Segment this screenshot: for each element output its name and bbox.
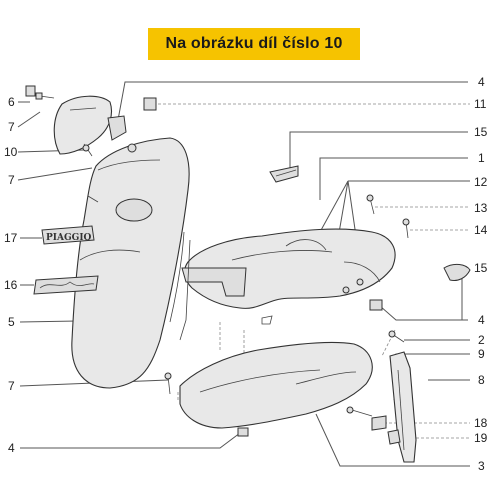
label-7b: 7 xyxy=(8,173,15,187)
label-18: 18 xyxy=(474,416,488,430)
side-strip xyxy=(389,351,417,463)
label-13: 13 xyxy=(474,201,488,215)
piaggio-logo: PIAGGIO xyxy=(41,225,95,245)
title-banner: Na obrázku díl číslo 10 xyxy=(148,28,360,60)
part-number-labels: 4 11 15 1 12 13 14 15 4 2 9 8 18 19 3 6 … xyxy=(4,75,488,473)
label-15b: 15 xyxy=(474,261,488,275)
screw-9 xyxy=(346,406,373,417)
upper-cover xyxy=(53,95,137,155)
title-text: Na obrázku díl číslo 10 xyxy=(165,35,343,52)
label-19: 19 xyxy=(474,431,488,445)
label-7c: 7 xyxy=(8,379,15,393)
bracket-4-right xyxy=(369,299,383,311)
label-15a: 15 xyxy=(474,125,488,139)
screws-13-14 xyxy=(366,194,410,239)
label-4c: 4 xyxy=(8,441,15,455)
clip-15-top xyxy=(269,165,299,183)
screw-2 xyxy=(388,330,405,343)
label-3: 3 xyxy=(478,459,485,473)
label-14: 14 xyxy=(474,223,488,237)
label-6: 6 xyxy=(8,95,15,109)
parts-18-19 xyxy=(371,415,401,445)
label-12: 12 xyxy=(474,175,488,189)
label-11: 11 xyxy=(474,97,487,111)
clip-11 xyxy=(143,97,157,111)
logo-text: PIAGGIO xyxy=(46,233,92,243)
badge-oval xyxy=(115,198,153,222)
label-7a: 7 xyxy=(8,120,15,134)
label-5: 5 xyxy=(8,315,15,329)
nut-6 xyxy=(25,85,36,97)
lower-plate xyxy=(179,341,373,437)
front-shield xyxy=(71,137,190,389)
label-2: 2 xyxy=(478,333,485,347)
label-1: 1 xyxy=(478,151,485,165)
floor-panel xyxy=(179,228,396,341)
label-4b: 4 xyxy=(478,313,485,327)
bracket xyxy=(107,115,127,141)
label-9: 9 xyxy=(478,347,485,361)
label-17: 17 xyxy=(4,231,18,245)
label-16: 16 xyxy=(4,278,18,292)
clip-15-right xyxy=(443,263,471,281)
label-10: 10 xyxy=(4,145,18,159)
screw-7-lower xyxy=(164,372,172,395)
left-screws xyxy=(25,85,93,157)
label-8: 8 xyxy=(478,373,485,387)
label-4a: 4 xyxy=(478,75,485,89)
script-badge xyxy=(33,275,99,295)
